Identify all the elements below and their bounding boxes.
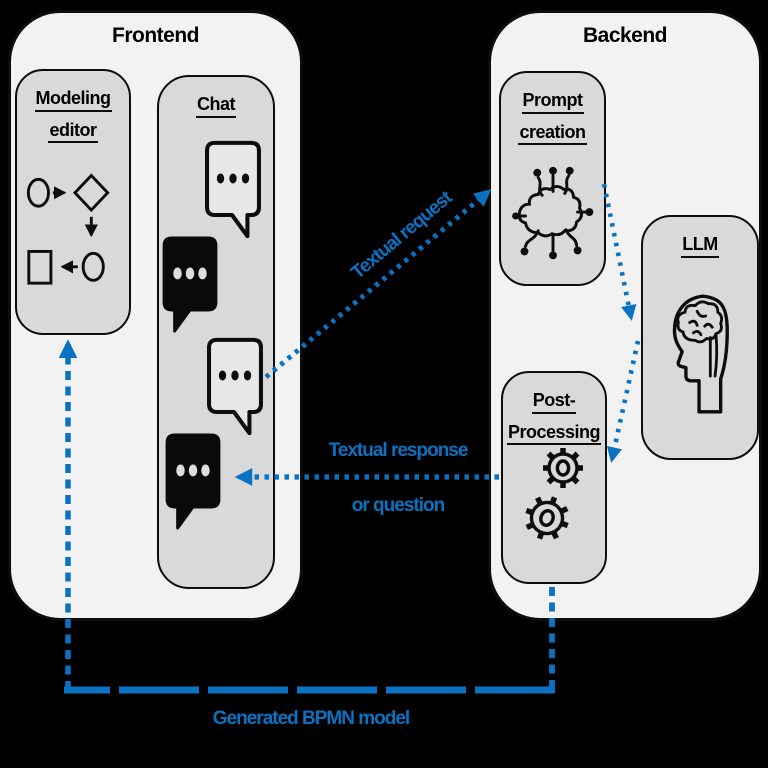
- post-processing-title: Post- Processing: [503, 385, 605, 448]
- chat-bubble-sent-icon: [161, 235, 219, 335]
- cloud-network-icon: [512, 156, 594, 276]
- textual-request-label: Textual request: [347, 187, 456, 284]
- prompt-creation-title-line2: creation: [518, 121, 587, 145]
- chat-bubble-received-icon: [206, 337, 264, 437]
- llm-title: LLM: [643, 229, 757, 261]
- post-processing-title-line1: Post-: [531, 389, 577, 414]
- modeling-editor-box: Modeling editor: [15, 69, 131, 335]
- chat-bubble-sent-icon: [164, 432, 222, 532]
- or-question-label: or question: [351, 495, 445, 516]
- modeling-editor-title-line1: Modeling: [34, 87, 112, 112]
- llm-title-text: LLM: [681, 233, 719, 258]
- modeling-editor-title-line2: editor: [48, 119, 98, 143]
- prompt-creation-box: Prompt creation: [499, 71, 606, 286]
- chat-title: Chat: [159, 89, 273, 121]
- prompt-creation-title-line1: Prompt: [521, 89, 584, 114]
- textual-response-label: Textual response: [328, 440, 469, 461]
- backend-title: Backend: [582, 24, 668, 47]
- prompt-creation-title: Prompt creation: [501, 85, 604, 148]
- head-brain-icon: [669, 289, 731, 435]
- post-processing-title-line2: Processing: [506, 421, 602, 445]
- generated-bpmn-model-label: Generated BPMN model: [212, 708, 410, 729]
- chat-title-text: Chat: [196, 93, 236, 118]
- frontend-panel: Frontend Modeling editor: [8, 10, 303, 621]
- bpmn-flow-icon: [24, 171, 124, 303]
- llm-box: LLM: [641, 215, 759, 460]
- chat-box: Chat: [157, 75, 275, 589]
- chat-bubble-received-icon: [204, 140, 262, 240]
- backend-panel: Backend Prompt creation: [488, 10, 762, 621]
- gears-icon: [522, 439, 588, 561]
- modeling-editor-title: Modeling editor: [17, 83, 129, 146]
- frontend-title: Frontend: [112, 24, 199, 47]
- post-processing-box: Post- Processing: [501, 371, 607, 584]
